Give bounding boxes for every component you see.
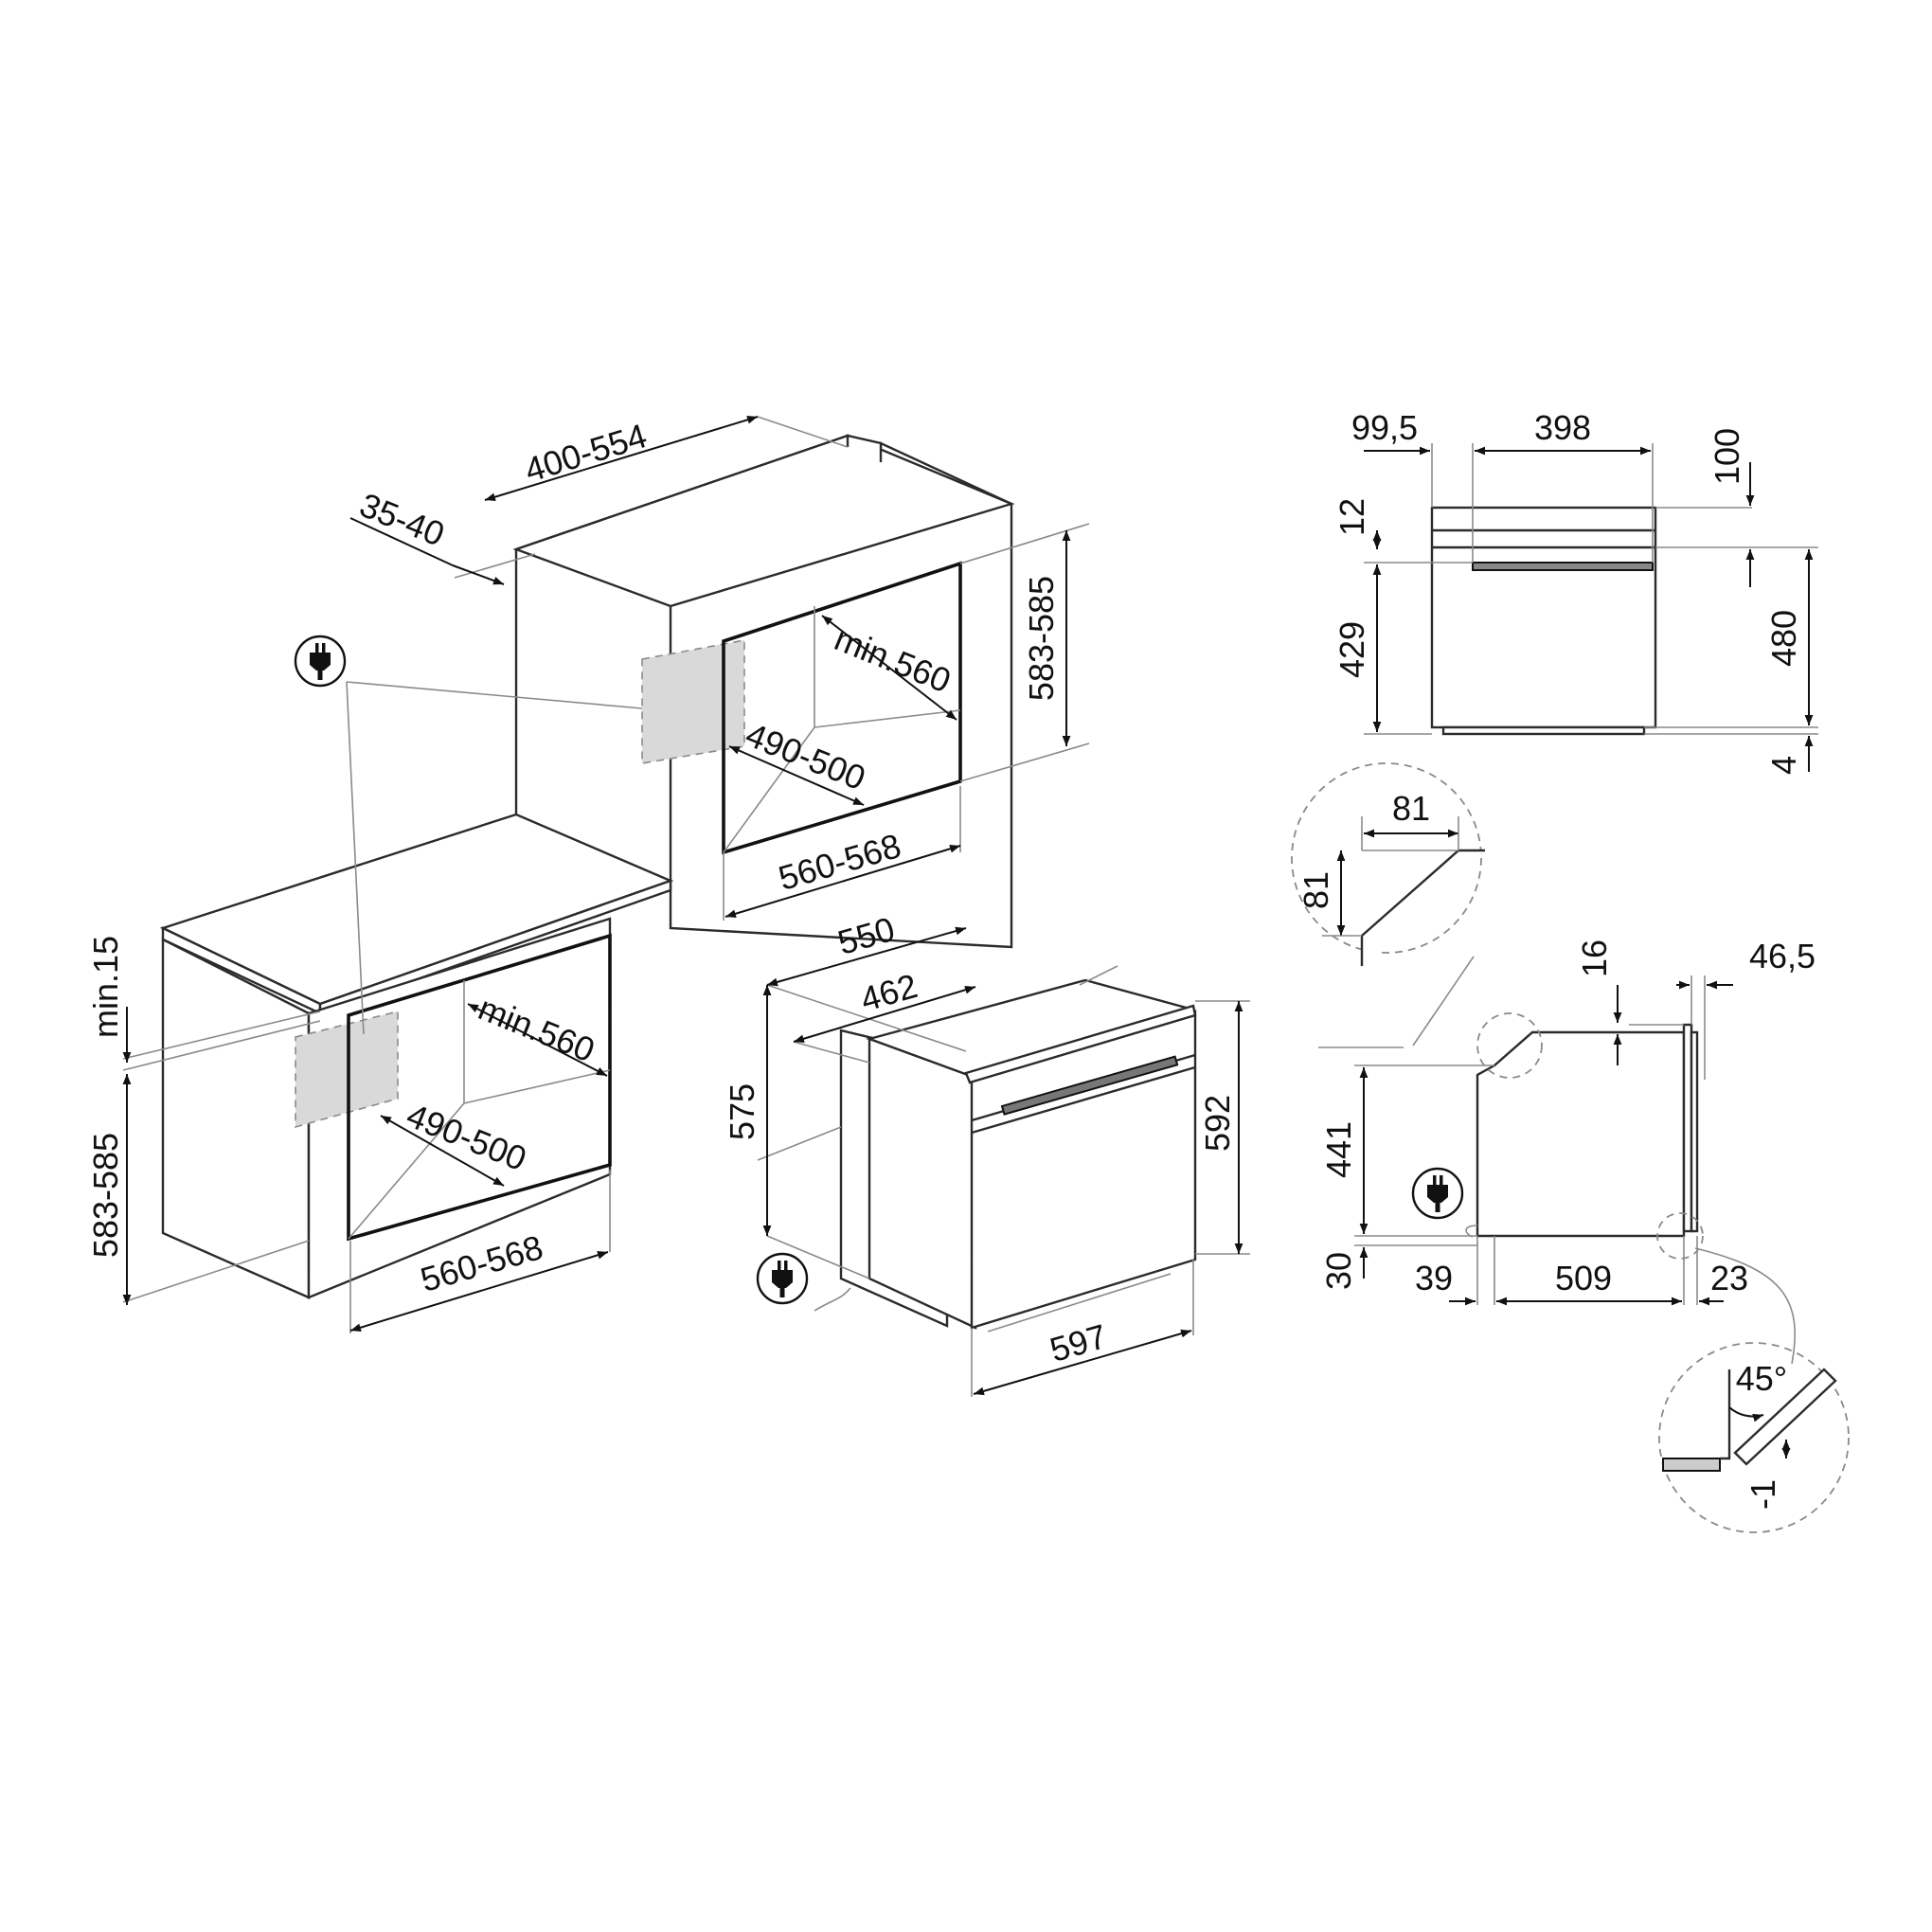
label-counter-clearance: min.15 [86,936,125,1038]
label-oven-body-height: 575 [723,1083,761,1140]
base-cabinet [159,813,674,1299]
label-side-depth: 509 [1555,1259,1612,1297]
label-front-bottom: 4 [1764,756,1803,775]
plug-icon [756,1252,809,1305]
label-oven-front-width: 597 [1046,1316,1111,1369]
label-detail-chamfer-h: 81 [1297,871,1335,909]
dimension-lines [122,416,1814,1458]
label-front-top: 100 [1708,428,1746,485]
label-side-front-offset: 23 [1710,1259,1748,1297]
label-front-height: 480 [1764,610,1803,667]
label-oven-body-depth: 462 [856,966,921,1019]
label-detail-step: -1 [1744,1479,1782,1510]
top-detail-callout [1476,1012,1543,1079]
label-side-door-depth: 46,5 [1749,937,1816,975]
plug-connector-lines [346,681,851,1312]
label-front-handle-width: 398 [1534,408,1591,447]
label-side-bottom: 30 [1319,1252,1358,1290]
label-side-back-offset: 39 [1415,1259,1453,1297]
oven-side-view [1465,1012,1704,1260]
label-under-niche-height: 583-585 [86,1133,125,1258]
column-socket-zone [641,639,745,764]
label-oven-front-height: 592 [1198,1095,1237,1152]
oven-3d [839,978,1197,1333]
plug-icon [294,635,347,688]
plug-icon [1411,1167,1464,1220]
base-niche-opening [347,933,612,1242]
label-column-width: 400-554 [520,416,651,490]
angle-detail [1658,1247,1850,1533]
label-front-left-margin: 99,5 [1351,408,1418,447]
label-side-top-offset: 16 [1575,939,1614,977]
label-detail-chamfer-w: 81 [1392,789,1430,828]
oven-front-view [1430,506,1657,736]
label-front-door-height: 429 [1333,621,1371,678]
label-detail-angle: 45° [1736,1359,1787,1398]
bottom-detail-callout [1656,1212,1704,1260]
label-side-height: 441 [1319,1121,1358,1178]
label-front-strip: 12 [1333,498,1371,536]
chamfer-detail [1291,762,1485,1046]
label-column-niche-height: 583-585 [1022,576,1061,701]
label-column-offset: 35-40 [354,485,450,554]
